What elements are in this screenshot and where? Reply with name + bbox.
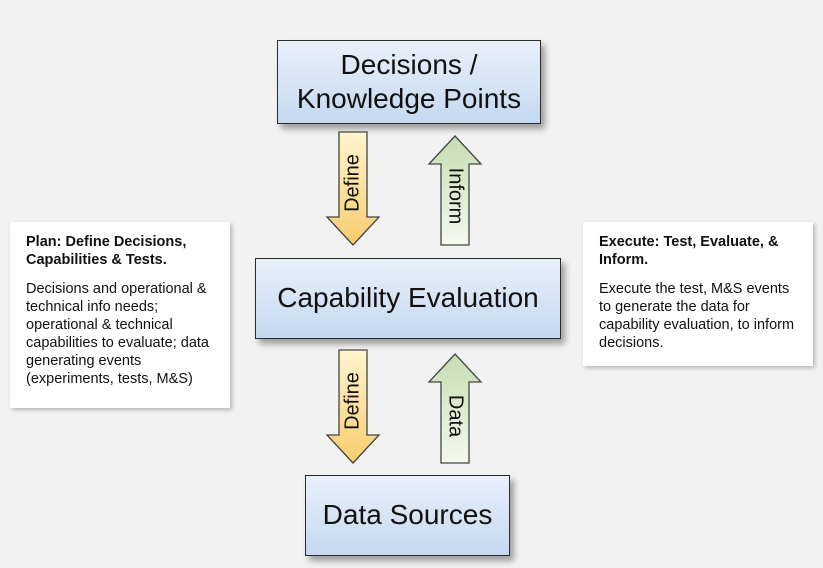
inform-arrow-label: Inform bbox=[444, 167, 467, 225]
data-sources-box: Data Sources bbox=[305, 475, 510, 556]
data-arrow-label: Data bbox=[444, 394, 467, 438]
plan-note: Plan: Define Decisions, Capabilities & T… bbox=[10, 222, 230, 408]
data-arrow bbox=[427, 353, 483, 464]
data-sources-label: Data Sources bbox=[322, 499, 493, 531]
capability-evaluation-box: Capability Evaluation bbox=[255, 258, 561, 339]
plan-note-body: Decisions and operational & technical in… bbox=[26, 281, 209, 387]
define-arrow-top bbox=[325, 131, 381, 246]
execute-note: Execute: Test, Evaluate, & Inform. Execu… bbox=[583, 222, 813, 366]
define-arrow-bottom-label: Define bbox=[341, 372, 364, 430]
decisions-knowledge-points-box: Decisions / Knowledge Points bbox=[277, 40, 541, 124]
decisions-box-line2: Knowledge Points bbox=[296, 83, 522, 114]
execute-note-body: Execute the test, M&S events to generate… bbox=[599, 281, 795, 351]
inform-arrow bbox=[427, 135, 483, 246]
define-arrow-top-label: Define bbox=[341, 154, 364, 212]
capability-evaluation-label: Capability Evaluation bbox=[277, 282, 539, 314]
define-arrow-bottom bbox=[325, 349, 381, 464]
decisions-box-line1: Decisions / bbox=[340, 48, 478, 80]
plan-note-heading: Plan: Define Decisions, Capabilities & T… bbox=[26, 234, 187, 268]
execute-note-heading: Execute: Test, Evaluate, & Inform. bbox=[599, 234, 779, 268]
